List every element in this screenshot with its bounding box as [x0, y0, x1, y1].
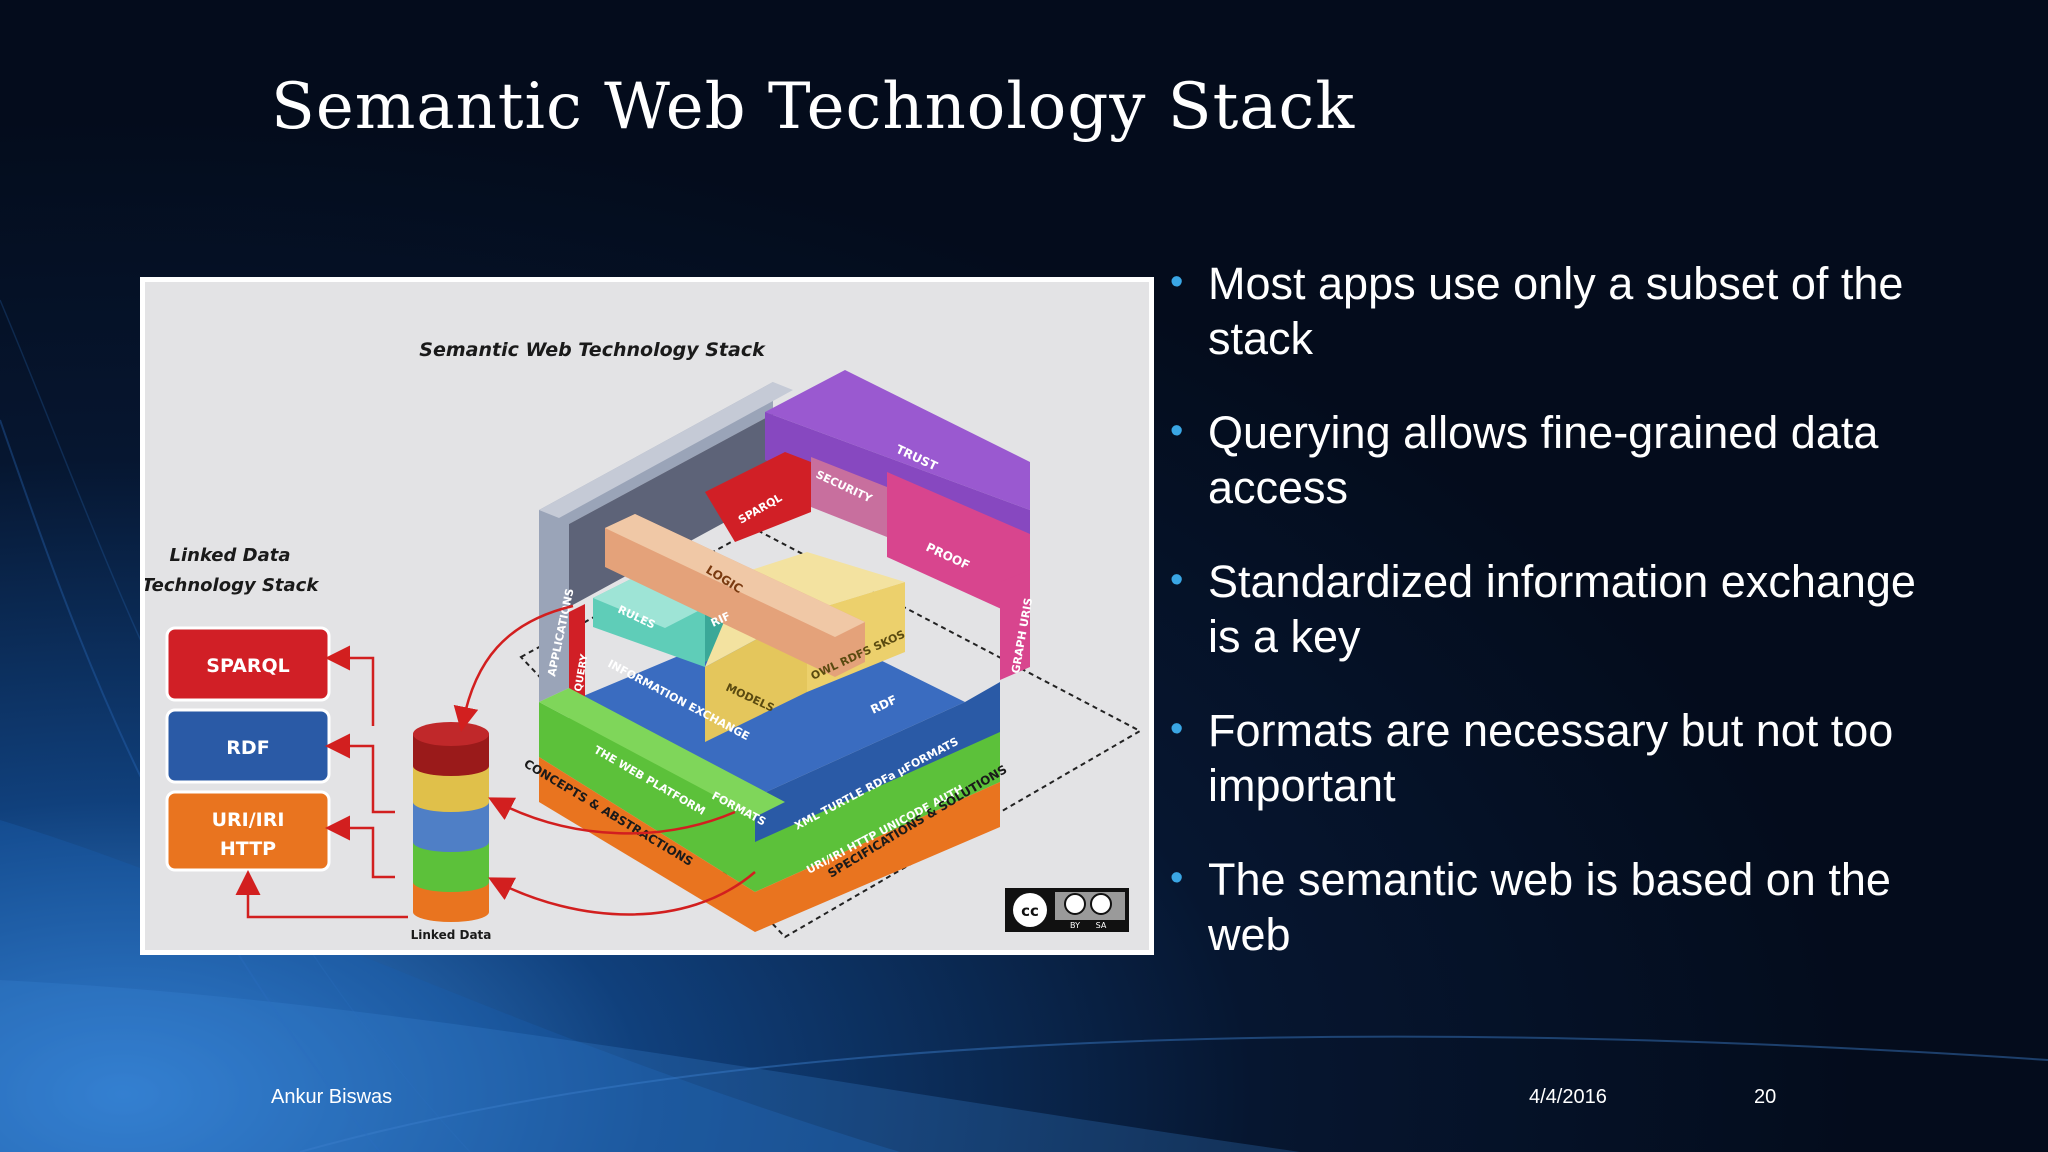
cc-by: BY [1070, 921, 1080, 930]
bullet-dot-icon: • [1170, 410, 1184, 452]
bullet-text: Standardized information exchange is a k… [1208, 556, 1916, 662]
linked-sparql-label: SPARQL [206, 655, 289, 677]
bullet-text: Querying allows fine-grained data access [1208, 407, 1879, 513]
bullet-text: Most apps use only a subset of the stack [1208, 258, 1904, 364]
bullet-item: • Formats are necessary but not too impor… [1160, 703, 1920, 813]
cc-sa: SA [1096, 921, 1107, 930]
bullet-item: • The semantic web is based on the web [1160, 852, 1920, 962]
linked-connectors [235, 645, 408, 919]
bullet-item: • Querying allows fine-grained data acces… [1160, 405, 1920, 515]
layer-uri-http [755, 782, 1000, 932]
layer-xml [755, 732, 1000, 892]
bullet-item: • Most apps use only a subset of the stac… [1160, 256, 1920, 366]
linked-stack-title-1: Linked Data [170, 545, 291, 566]
layer-sparql [705, 452, 811, 542]
stack-diagram: Semantic Web Technology Stack Linked Dat… [145, 282, 1149, 950]
linked-http-label: HTTP [220, 838, 276, 860]
figure-title: Semantic Web Technology Stack [419, 339, 766, 361]
bullet-dot-icon: • [1170, 857, 1184, 899]
slide-title: Semantic Web Technology Stack [271, 70, 1356, 144]
footer-author: Ankur Biswas [271, 1086, 393, 1108]
linked-uri-label: URI/IRI [212, 809, 285, 831]
layer-proof [887, 472, 1030, 622]
stack-diagram-image: Semantic Web Technology Stack Linked Dat… [140, 277, 1154, 955]
layer-security [811, 457, 887, 537]
footer-date: 4/4/2016 [1529, 1086, 1607, 1108]
bullet-list: • Most apps use only a subset of the stac… [1160, 256, 1920, 1001]
bullet-dot-icon: • [1170, 261, 1184, 303]
bullet-item: • Standardized information exchange is a … [1160, 554, 1920, 664]
layer-query [569, 604, 585, 708]
cc-text: cc [1021, 902, 1039, 920]
bullet-text: The semantic web is based on the web [1208, 854, 1891, 960]
bullet-text: Formats are necessary but not too import… [1208, 705, 1894, 811]
linked-stack-title-2: Technology Stack [145, 575, 319, 596]
linked-data-cylinder [413, 722, 489, 922]
layer-graph-uris [1000, 570, 1030, 680]
stack-arrows [453, 604, 756, 916]
footer-page-number: 20 [1754, 1086, 1777, 1108]
bullet-dot-icon: • [1170, 708, 1184, 750]
layer-concepts [539, 757, 755, 932]
linked-rdf-label: RDF [226, 737, 269, 759]
cc-license-badge: cc BY SA [1005, 888, 1129, 932]
layer-trust [765, 370, 1030, 510]
bullet-dot-icon: • [1170, 559, 1184, 601]
layer-web-platform [539, 702, 755, 892]
cylinder-label: Linked Data [411, 928, 492, 942]
